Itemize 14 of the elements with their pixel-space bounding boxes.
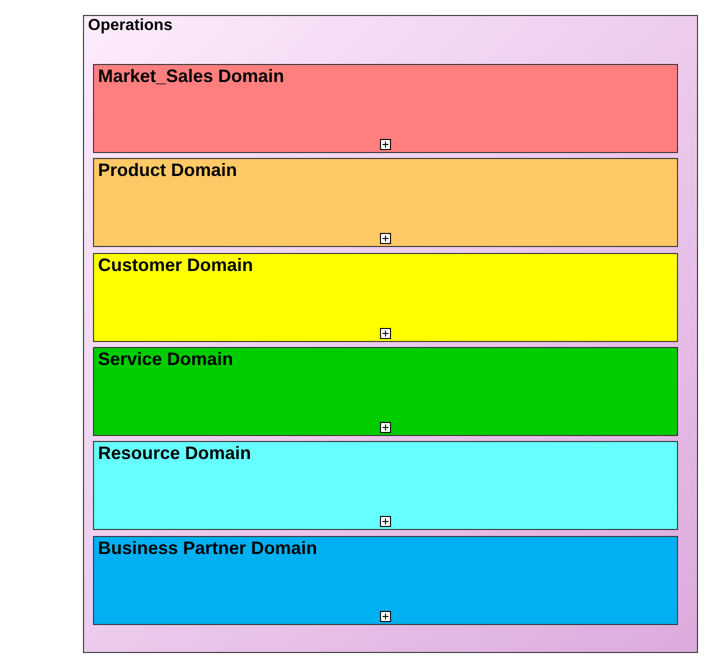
domain-title: Product Domain — [98, 160, 238, 181]
domain-title: Service Domain — [98, 349, 234, 370]
domain-box — [93, 536, 678, 625]
domain-title: Resource Domain — [98, 443, 252, 464]
container-box — [83, 15, 698, 653]
domain-title: Business Partner Domain — [98, 538, 318, 559]
domain-title: Market_Sales Domain — [98, 66, 284, 87]
domain-box — [93, 158, 678, 247]
domain-box — [93, 441, 678, 530]
container-title: Operations — [88, 17, 172, 35]
domain-box — [93, 64, 678, 153]
domain-box — [93, 253, 678, 342]
domain-title: Customer Domain — [98, 255, 254, 276]
domain-box — [93, 347, 678, 436]
